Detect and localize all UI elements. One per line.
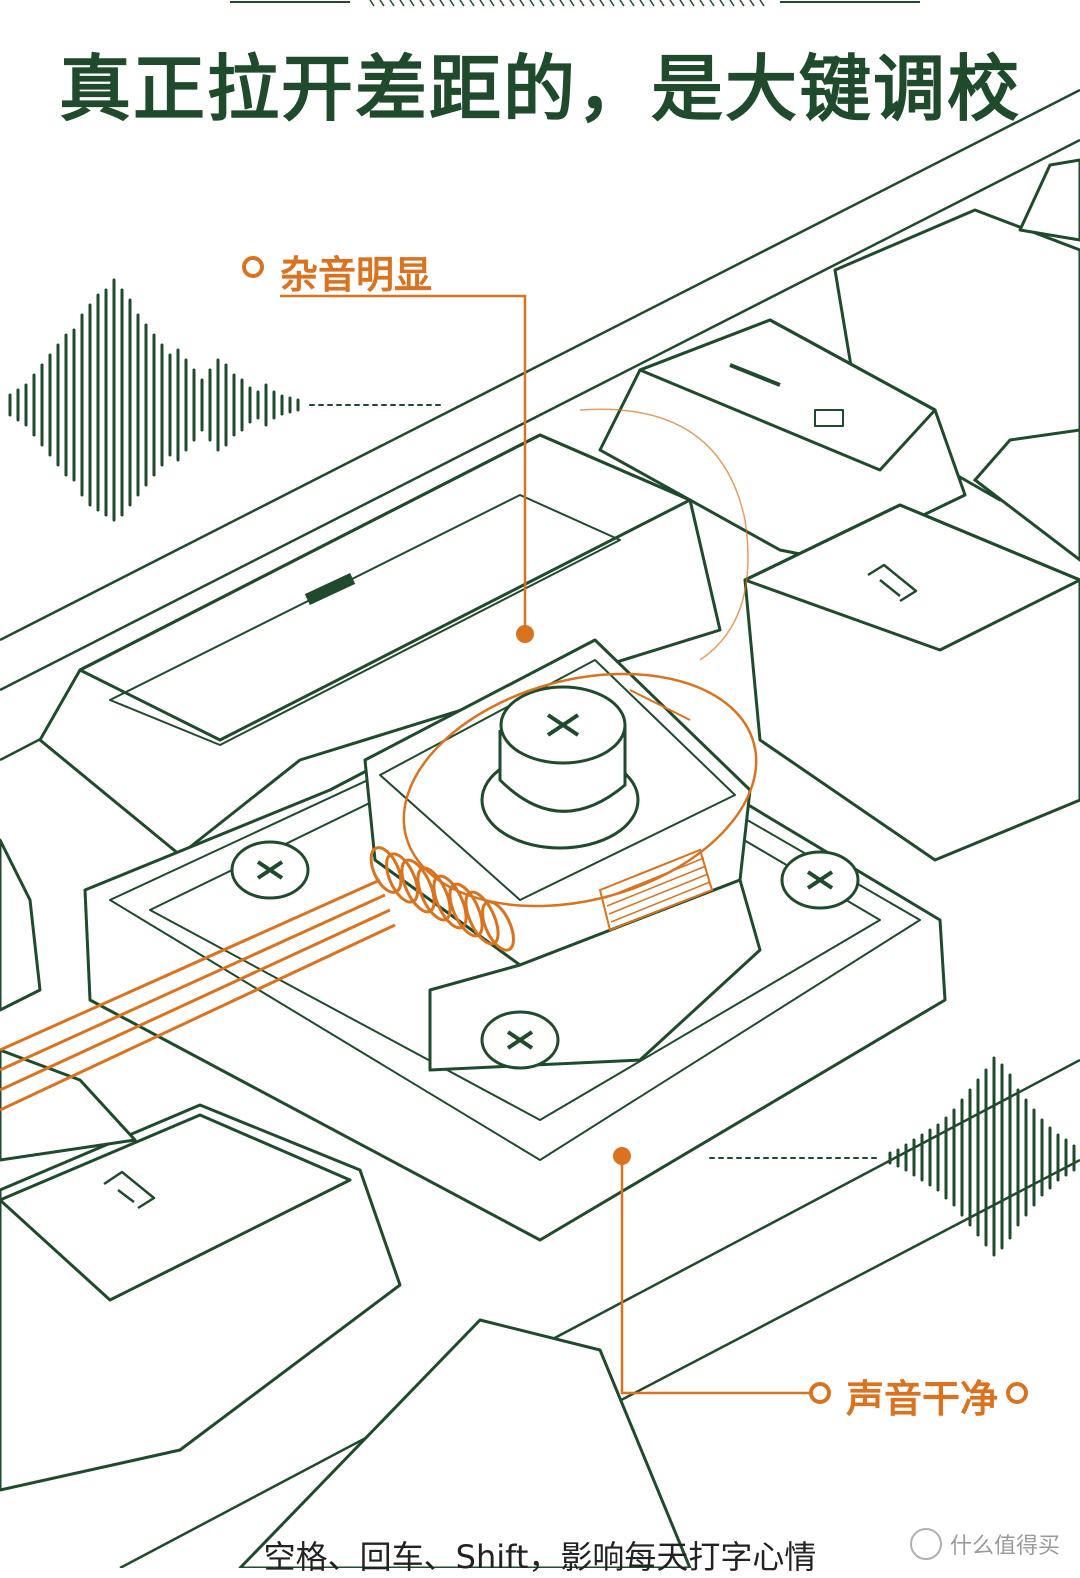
watermark-text: 什么值得买 — [949, 1534, 1060, 1559]
page-title: 真正拉开差距的，是大键调校 — [58, 47, 1021, 131]
stabilized-keycap — [38, 433, 722, 857]
rattle-rings — [402, 408, 758, 908]
clean-callout-leader — [613, 1147, 1028, 1404]
keycap-right-edge — [972, 428, 1080, 562]
top-hatch-strip — [230, 0, 920, 7]
noise-callout-leader — [242, 256, 534, 643]
watermark-logo-icon — [909, 1528, 942, 1560]
clean-callout-label: 声音干净 — [846, 1377, 999, 1421]
switch-stem — [480, 685, 640, 850]
keycap-e — [743, 503, 1080, 862]
screw-icon — [230, 840, 860, 1070]
keycap-bottom — [238, 1318, 692, 1568]
keycap-lower-left — [0, 838, 402, 1492]
stabilizer-wire — [0, 878, 396, 1112]
stabilizer-spring — [369, 846, 714, 952]
watermark: 什么值得买 — [909, 1528, 1060, 1560]
clean-sound-wave — [709, 1056, 1076, 1257]
noisy-sound-wave — [8, 278, 441, 522]
noise-callout-label: 杂音明显 — [280, 253, 433, 297]
